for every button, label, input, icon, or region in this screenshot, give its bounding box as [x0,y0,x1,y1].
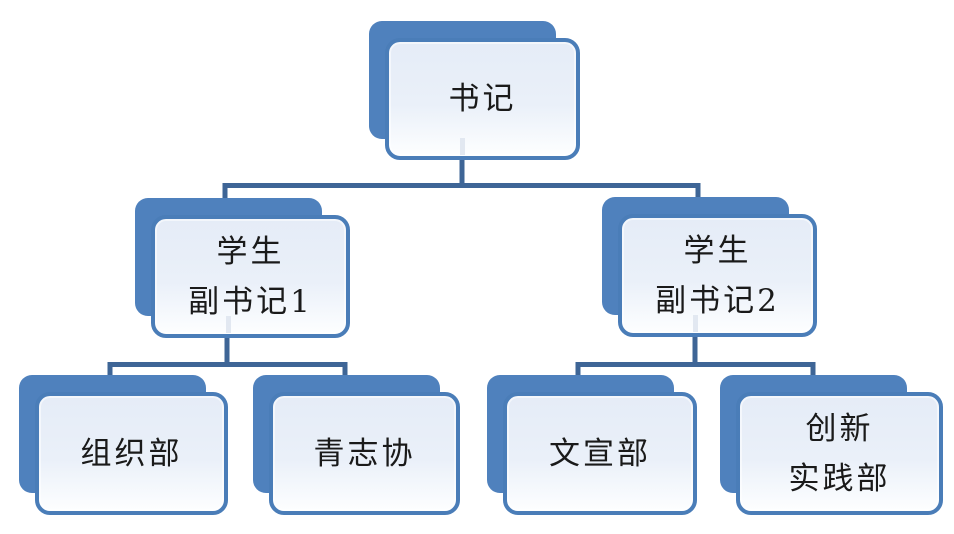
node-label-line: 文宣部 [549,435,651,472]
node-front-card: 学生 副书记2 [618,214,817,337]
connector-left-bar [107,362,348,380]
node-label-line: 副书记1 [188,283,313,320]
node-label-line: 学生 [216,233,285,270]
node-label: 学生 副书记1 [188,227,313,327]
node-label: 学生 副书记2 [655,226,780,326]
node-label: 文宣部 [549,429,651,479]
node-label-line: 副书记2 [655,282,780,319]
node-label-line: 书记 [448,81,517,117]
node-label-line: 青志协 [313,435,416,472]
node-label: 书记 [449,74,517,124]
node-front-card: 青志协 [269,392,460,515]
org-node-student-deputy-2: 学生 副书记2 [602,197,817,337]
connector-root-bar [222,183,701,200]
connector-ghost [693,315,698,332]
node-label-line: 创新 [805,410,874,447]
node-label-line: 组织部 [80,435,183,472]
node-label: 创新 实践部 [789,404,891,504]
node-front-card: 文宣部 [503,392,697,515]
connector-ghost [226,316,231,333]
org-node-innovation-practice-dept: 创新 实践部 [720,375,943,515]
org-node-student-deputy-1: 学生 副书记1 [135,198,350,338]
node-front-card: 组织部 [35,392,228,515]
org-node-organization-dept: 组织部 [19,375,228,515]
connector-right-bar [575,362,816,380]
node-label-line: 实践部 [788,460,891,497]
node-label: 青志协 [314,429,416,479]
node-front-card: 创新 实践部 [736,392,943,515]
org-node-youth-volunteer-assoc: 青志协 [253,375,460,515]
connector-ghost [460,138,465,155]
org-node-culture-publicity-dept: 文宣部 [487,375,697,515]
node-front-card: 书记 [385,38,580,160]
node-label-line: 学生 [683,232,752,269]
org-node-secretary: 书记 [369,21,580,160]
node-label: 组织部 [81,429,183,479]
node-front-card: 学生 副书记1 [151,215,350,338]
